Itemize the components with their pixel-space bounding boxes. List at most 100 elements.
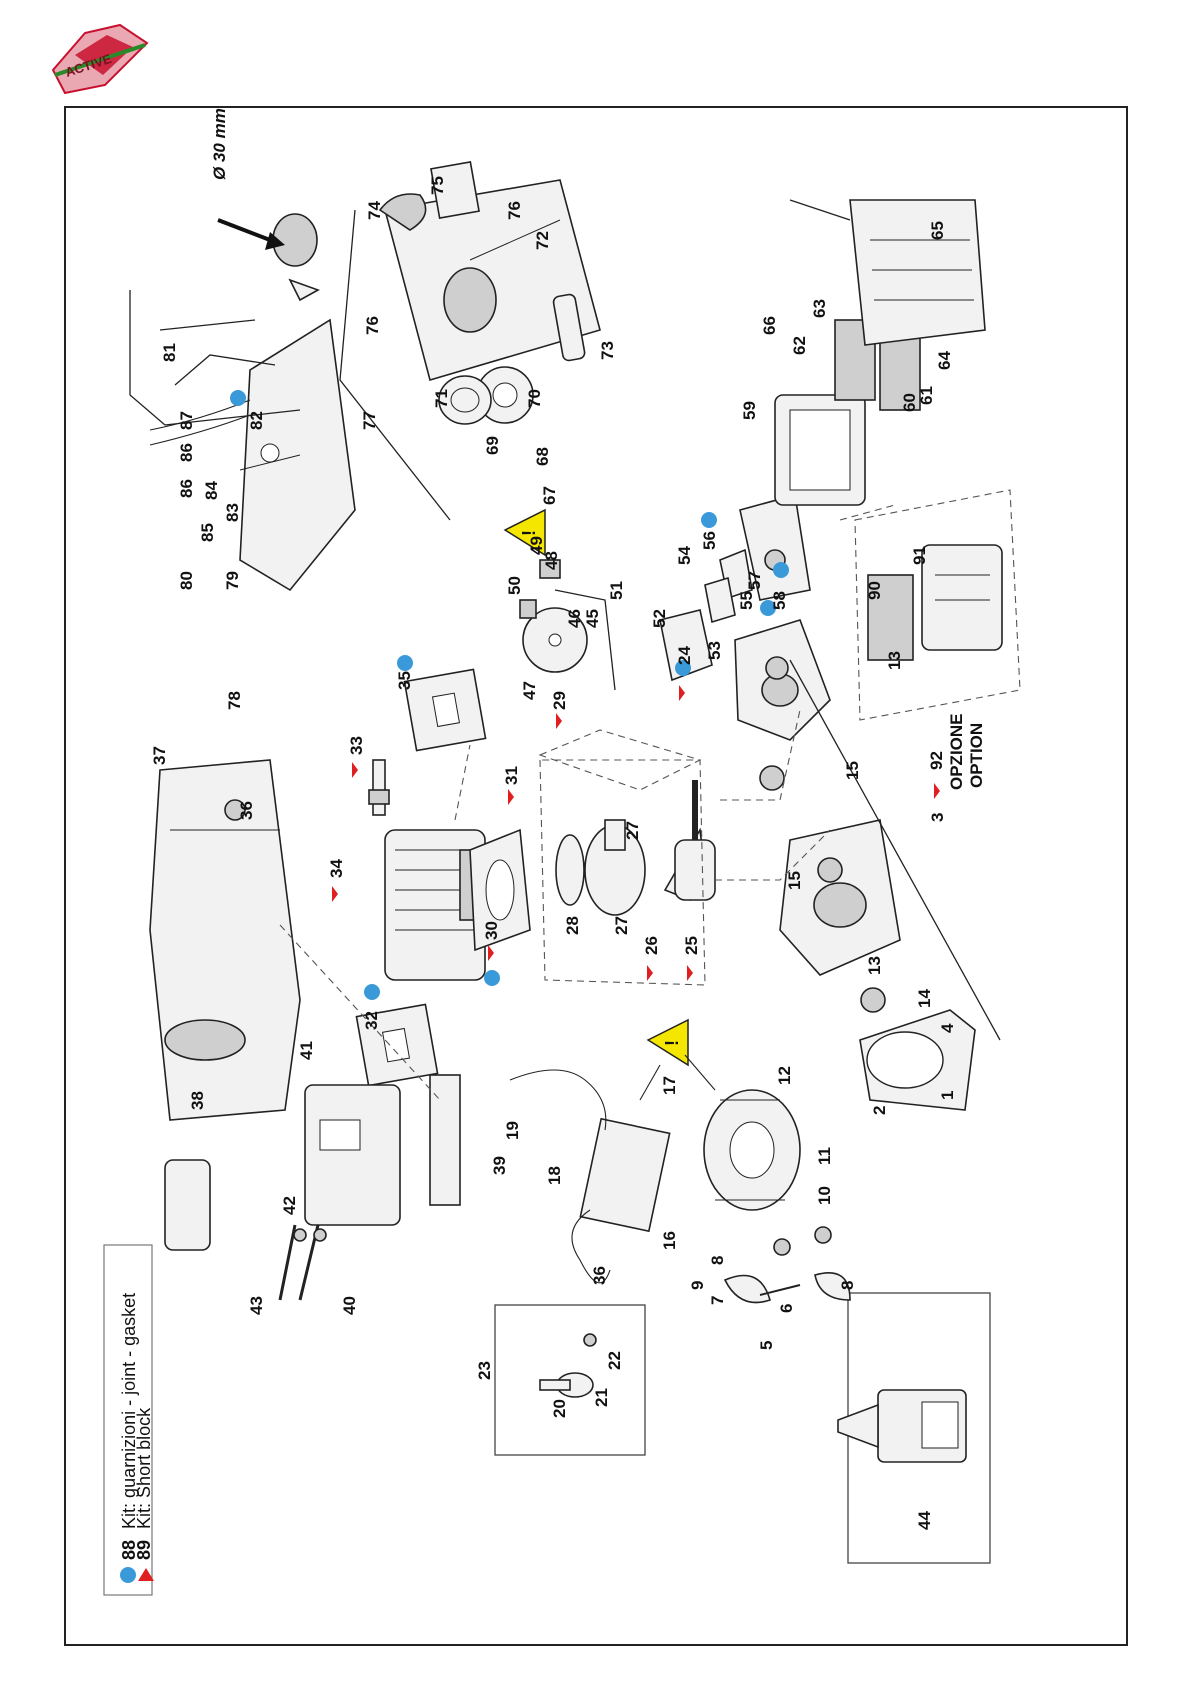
part-label: 14 [915,989,934,1008]
part-crankcase-right [734,619,831,741]
brand-logo: ACTIVE [51,23,149,95]
part-label: 23 [475,1361,494,1380]
part-crankcase-left [779,819,901,976]
arrow-head [265,232,285,250]
part-label: 58 [770,591,789,610]
part-label: 48 [542,551,561,570]
part-label: 27 [612,916,631,935]
part-label: 56 [700,531,719,550]
part-label: 24 [675,646,694,665]
part-label: 87 [177,411,196,430]
blue-dot-marker [120,1567,136,1583]
part-label: 78 [225,691,244,710]
part-label: 64 [935,351,954,370]
legend-text-88: Kit: guarnizioni - joint - gasket [119,1293,139,1529]
part-label: 22 [605,1351,624,1370]
option-line1: OPZIONE [947,713,966,790]
part-label: 52 [650,609,669,628]
part-muffler-plate [429,1074,461,1206]
bracket-66 [789,199,851,221]
arrow-diameter [217,218,271,242]
part-label: 57 [745,571,764,590]
part-carb-gaskets [704,548,753,624]
part-label: 18 [545,1166,564,1185]
part-label: 76 [363,316,382,335]
part-label: 13 [865,956,884,975]
part-label: 35 [395,671,414,690]
part-ignition-coil [571,1117,671,1284]
part-label: 83 [223,503,242,522]
part-label: 46 [565,609,584,628]
part-bearing-4 [765,656,789,680]
part-option-filter [867,544,1003,661]
part-label: 25 [682,936,701,955]
part-air-filter-base [774,394,866,506]
part-bearing-2 [759,765,785,791]
part-label: 51 [607,581,626,600]
part-starter-handle [378,193,427,231]
part-threadlock-bottle [837,1389,967,1463]
bracket-81 [174,354,276,386]
part-label: 68 [533,447,552,466]
part-label: 90 [865,581,884,600]
legend-box: 88 Kit: guarnizioni - joint - gasket [103,1244,154,1596]
part-label: 72 [533,231,552,250]
part-label: 12 [775,1066,794,1085]
warning-triangle-icon: ! [503,508,546,557]
part-label: 44 [915,1511,934,1530]
part-label: 20 [550,1399,569,1418]
blue-dot-marker-30 [484,970,500,986]
warning-triangle-icon-2: ! [646,1018,689,1067]
part-spark-plug [368,759,390,816]
part-label: 76 [505,201,524,220]
assembly-line-2 [454,744,471,821]
part-label: 16 [660,1231,679,1250]
part-label: 4 [938,1023,957,1033]
part-label: 49 [527,536,546,555]
part-label: 79 [223,571,242,590]
bracket-78 [129,290,166,426]
assembly-line-4 [715,829,831,881]
legend-number-89: 89 [134,1540,154,1560]
part-label: 81 [160,343,179,362]
part-label: 34 [327,859,346,878]
legend-box-2: 89 Kit: Short block [134,1407,154,1560]
part-label: 84 [202,481,221,500]
part-label: 30 [482,921,501,940]
bracket-78b [164,409,301,426]
red-triangle-marker-29 [556,713,562,729]
part-labels: 1 2 3 4 5 6 7 8 8 9 10 11 12 13 13 14 15… [150,176,957,1530]
red-triangle-marker-3 [934,783,940,799]
part-engine-cover [149,759,301,1121]
part-label: 40 [340,1296,359,1315]
part-label: 39 [490,1156,509,1175]
blue-dot-marker-57 [773,562,789,578]
part-label: 36 [237,801,256,820]
red-triangle-marker-33 [352,762,358,778]
blue-dot-marker-32 [364,984,380,1000]
option-label: 92 OPZIONE OPTION [927,713,986,790]
part-label: 43 [247,1296,266,1315]
part-label: 8 [708,1256,727,1265]
part-label: 60 [900,393,919,412]
part-label: 15 [785,871,804,890]
part-label: 29 [550,691,569,710]
svg-text:88 Kit: guarnizioni - jo: 88 Kit: guarnizioni - joint - gasket [119,1293,139,1560]
part-flywheel [703,1089,801,1211]
part-label: 11 [815,1147,834,1165]
part-label: 15 [843,761,862,780]
part-label: 19 [503,1121,522,1140]
assembly-line-1 [279,924,441,1101]
blue-dot-marker-24 [675,660,691,676]
red-triangle-marker-34 [332,886,338,902]
part-label: 50 [505,576,524,595]
option-code: 92 [927,751,946,770]
blue-dot-marker-55 [760,600,776,616]
red-triangle-marker-25 [687,965,693,981]
part-cover-label [164,1159,211,1251]
option-line2: OPTION [967,723,986,788]
part-air-filter-cover [849,199,986,346]
part-label: 37 [150,746,169,765]
part-label: 33 [347,736,366,755]
part-label: 42 [280,1196,299,1215]
